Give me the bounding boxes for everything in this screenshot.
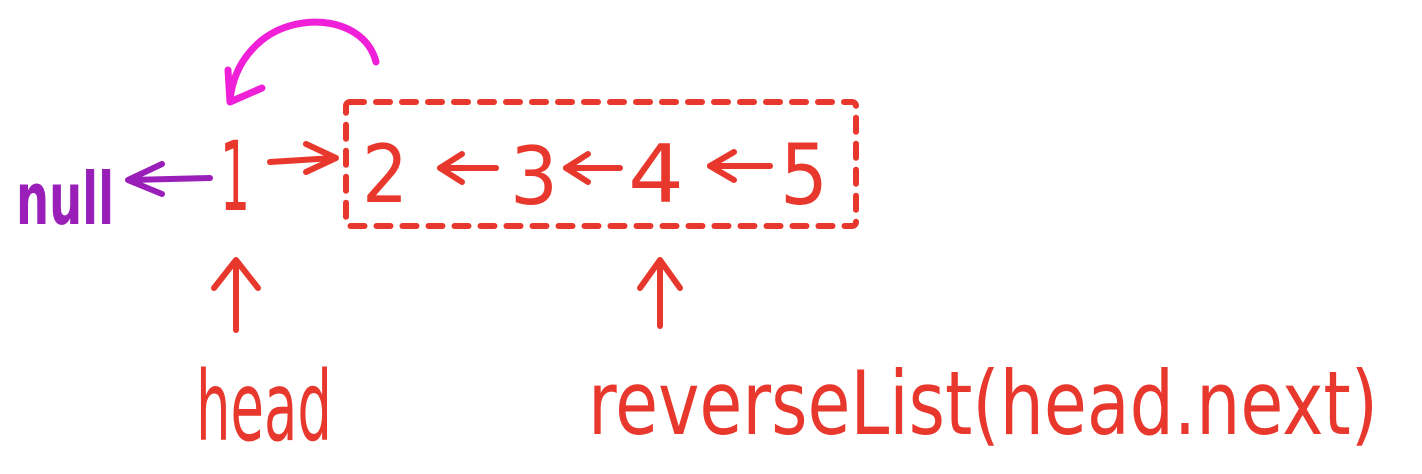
- node-4: 4: [628, 128, 684, 221]
- recursion-call-label: reverseList(head.next): [588, 352, 1378, 455]
- recursion-pointer-arrow-icon: [637, 257, 683, 329]
- arrow-3-to-2-icon: [437, 151, 499, 185]
- arrow-to-null-icon: [125, 161, 213, 197]
- node-1: 1: [220, 121, 250, 233]
- arrow-4-to-3-icon: [563, 151, 623, 185]
- node-3: 3: [510, 130, 558, 223]
- arrow-5-to-4-icon: [707, 149, 773, 183]
- arrow-1-to-2-icon: [267, 141, 339, 175]
- null-label: null: [16, 157, 114, 241]
- head-pointer-arrow-icon: [211, 257, 261, 333]
- node-2: 2: [362, 128, 408, 221]
- node-5: 5: [780, 126, 828, 224]
- sublist-dashed-box: [343, 99, 859, 229]
- head-label: head: [196, 351, 332, 463]
- rotate-arrow-icon: [224, 18, 380, 106]
